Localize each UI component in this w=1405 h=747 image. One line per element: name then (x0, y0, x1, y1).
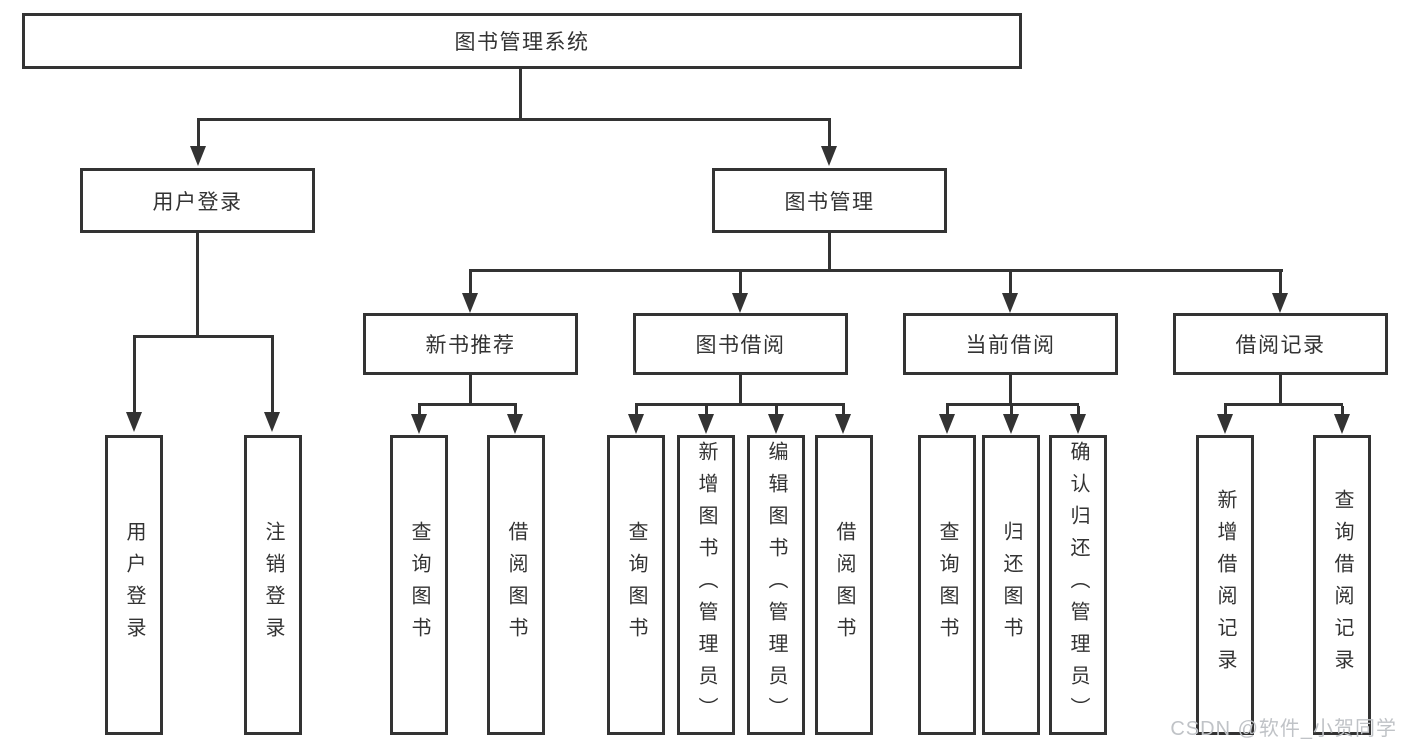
connector-line (271, 338, 274, 412)
leaf-return-books-label: 归还图书 (1000, 521, 1022, 649)
leaf-confirm-return-admin: 确认归还（管理员） (1049, 435, 1107, 735)
node-user-login-label: 用户登录 (152, 190, 243, 214)
connector-arrowhead (507, 414, 523, 434)
connector-line (196, 233, 199, 338)
leaf-return-books: 归还图书 (982, 435, 1040, 735)
node-new-book-recommend-label: 新书推荐 (425, 334, 516, 357)
connector-line (519, 69, 522, 120)
connector-line (1009, 375, 1012, 405)
leaf-query-books-borrow-label: 查询图书 (625, 521, 647, 649)
connector-line (1341, 406, 1344, 414)
connector-arrowhead (1217, 414, 1233, 434)
node-current-borrow-label: 当前借阅 (965, 334, 1056, 357)
connector-arrowhead (1334, 414, 1350, 434)
connector-arrowhead (768, 414, 784, 434)
connector-line (1077, 406, 1080, 414)
connector-line (946, 403, 1079, 406)
leaf-query-books-current: 查询图书 (918, 435, 976, 735)
leaf-borrow-books-recommend-label: 借阅图书 (505, 521, 527, 649)
leaf-add-book-admin-label: 新增图书（管理员） (695, 441, 717, 729)
connector-arrowhead (732, 293, 748, 313)
connector-line (1279, 375, 1282, 405)
connector-arrowhead (1070, 414, 1086, 434)
connector-line (469, 269, 1283, 272)
leaf-query-borrow-record-label: 查询借阅记录 (1331, 489, 1353, 681)
node-book-management: 图书管理 (712, 168, 947, 233)
watermark: CSDN @软件_小贺同学 (1170, 718, 1397, 740)
leaf-borrow-books-label: 借阅图书 (833, 521, 855, 649)
connector-line (1279, 272, 1282, 293)
leaf-logout-label: 注销登录 (262, 521, 284, 649)
leaf-edit-book-admin-label: 编辑图书（管理员） (765, 441, 787, 729)
node-user-login: 用户登录 (80, 168, 315, 233)
connector-arrowhead (628, 414, 644, 434)
leaf-query-books-current-label: 查询图书 (936, 521, 958, 649)
connector-line (133, 335, 274, 338)
connector-arrowhead (698, 414, 714, 434)
connector-line (842, 406, 845, 414)
connector-line (469, 272, 472, 293)
leaf-edit-book-admin: 编辑图书（管理员） (747, 435, 805, 735)
connector-line (514, 406, 517, 414)
connector-line (133, 338, 136, 412)
connector-line (828, 118, 831, 146)
node-new-book-recommend: 新书推荐 (363, 313, 578, 375)
leaf-add-book-admin: 新增图书（管理员） (677, 435, 735, 735)
connector-line (1009, 272, 1012, 293)
connector-line (705, 406, 708, 414)
connector-arrowhead (1272, 293, 1288, 313)
connector-arrowhead (835, 414, 851, 434)
connector-arrowhead (821, 146, 837, 166)
connector-arrowhead (264, 412, 280, 432)
node-borrow-records: 借阅记录 (1173, 313, 1388, 375)
connector-line (1224, 406, 1227, 414)
leaf-query-books-borrow: 查询图书 (607, 435, 665, 735)
connector-line (1224, 403, 1343, 406)
leaf-add-borrow-record: 新增借阅记录 (1196, 435, 1254, 735)
node-root: 图书管理系统 (22, 13, 1022, 69)
connector-line (739, 272, 742, 293)
leaf-user-login-label: 用户登录 (123, 521, 145, 649)
connector-arrowhead (190, 146, 206, 166)
leaf-confirm-return-admin-label: 确认归还（管理员） (1067, 441, 1089, 729)
leaf-borrow-books-recommend: 借阅图书 (487, 435, 545, 735)
connector-line (739, 375, 742, 405)
leaf-borrow-books: 借阅图书 (815, 435, 873, 735)
leaf-query-books-recommend: 查询图书 (390, 435, 448, 735)
connector-arrowhead (411, 414, 427, 434)
node-book-management-label: 图书管理 (784, 190, 875, 214)
connector-arrowhead (126, 412, 142, 432)
leaf-user-login: 用户登录 (105, 435, 163, 735)
leaf-query-borrow-record: 查询借阅记录 (1313, 435, 1371, 735)
node-root-label: 图书管理系统 (454, 31, 590, 54)
connector-arrowhead (939, 414, 955, 434)
connector-line (418, 406, 421, 414)
connector-arrowhead (1003, 414, 1019, 434)
connector-line (635, 403, 845, 406)
connector-line (1010, 406, 1013, 414)
connector-line (469, 375, 472, 405)
connector-line (775, 406, 778, 414)
connector-line (197, 118, 200, 146)
connector-arrowhead (1002, 293, 1018, 313)
leaf-add-borrow-record-label: 新增借阅记录 (1214, 489, 1236, 681)
connector-line (197, 118, 831, 121)
connector-line (635, 406, 638, 414)
node-current-borrow: 当前借阅 (903, 313, 1118, 375)
connector-line (946, 406, 949, 414)
connector-arrowhead (462, 293, 478, 313)
connector-line (418, 403, 517, 406)
node-book-borrow-label: 图书借阅 (695, 334, 786, 357)
leaf-logout: 注销登录 (244, 435, 302, 735)
connector-line (828, 233, 831, 272)
node-book-borrow: 图书借阅 (633, 313, 848, 375)
leaf-query-books-recommend-label: 查询图书 (408, 521, 430, 649)
node-borrow-records-label: 借阅记录 (1235, 334, 1326, 357)
